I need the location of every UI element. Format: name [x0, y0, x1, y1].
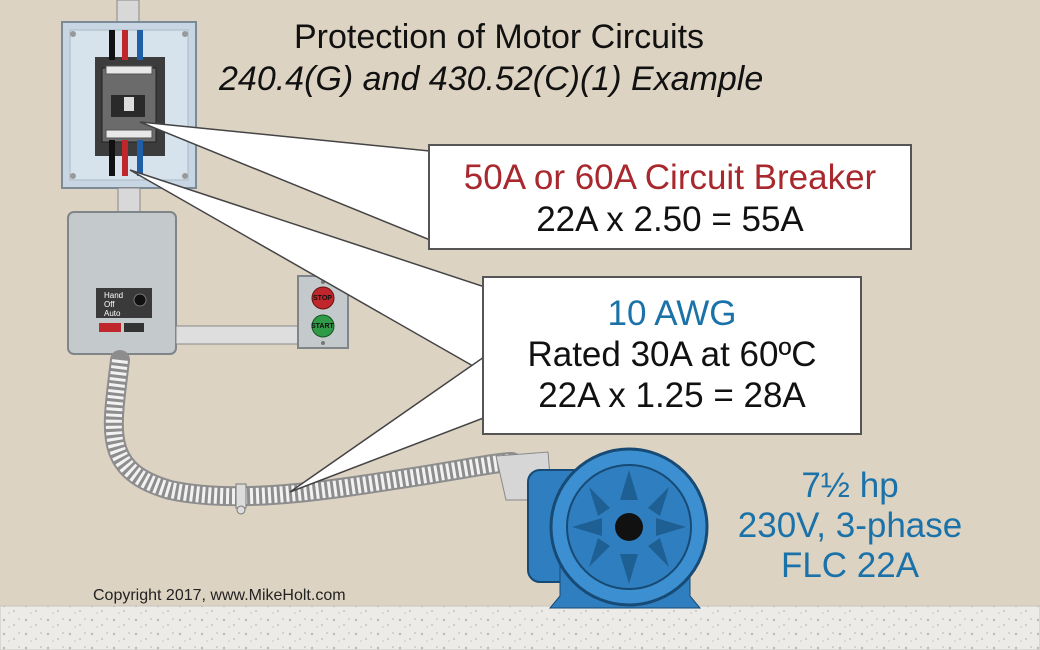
hoa-auto: Auto	[104, 309, 121, 318]
breaker-callout-heading: 50A or 60A Circuit Breaker	[463, 158, 877, 197]
panel-nipple	[117, 187, 141, 215]
wire-callout-calc: 22A x 1.25 = 28A	[538, 376, 806, 415]
top-conduit	[116, 0, 140, 23]
motor-label: 7½ hp 230V, 3-phase FLC 22A	[720, 466, 980, 586]
callout-leaders	[129, 121, 495, 493]
hoa-hand: Hand	[104, 291, 124, 300]
stop-button-label: STOP	[313, 295, 332, 302]
breaker-callout: 50A or 60A Circuit Breaker 22A x 2.50 = …	[428, 144, 912, 250]
hoa-selector-labels: Hand Off Auto	[104, 291, 123, 318]
breaker-panel	[61, 21, 197, 189]
floor	[0, 605, 1040, 650]
motor-flc: FLC 22A	[780, 546, 920, 585]
motor	[495, 447, 709, 609]
breaker-callout-calc: 22A x 2.50 = 55A	[536, 200, 804, 239]
conduit-strap	[235, 483, 247, 509]
wire-callout-rating: Rated 30A at 60ºC	[527, 335, 817, 374]
wire-callout: 10 AWG Rated 30A at 60ºC 22A x 1.25 = 28…	[482, 276, 862, 435]
motor-voltage: 230V, 3-phase	[737, 506, 963, 545]
copyright-notice: Copyright 2017, www.MikeHolt.com	[93, 587, 346, 604]
motor-controller	[67, 211, 177, 361]
diagram-title: Protection of Motor Circuits	[294, 18, 705, 56]
motor-hp: 7½ hp	[801, 466, 899, 505]
control-conduit	[175, 325, 301, 345]
wire-callout-heading: 10 AWG	[607, 294, 737, 333]
hoa-off: Off	[104, 300, 115, 309]
start-button-label: START	[311, 323, 334, 330]
diagram-subtitle: 240.4(G) and 430.52(C)(1) Example	[219, 60, 764, 98]
